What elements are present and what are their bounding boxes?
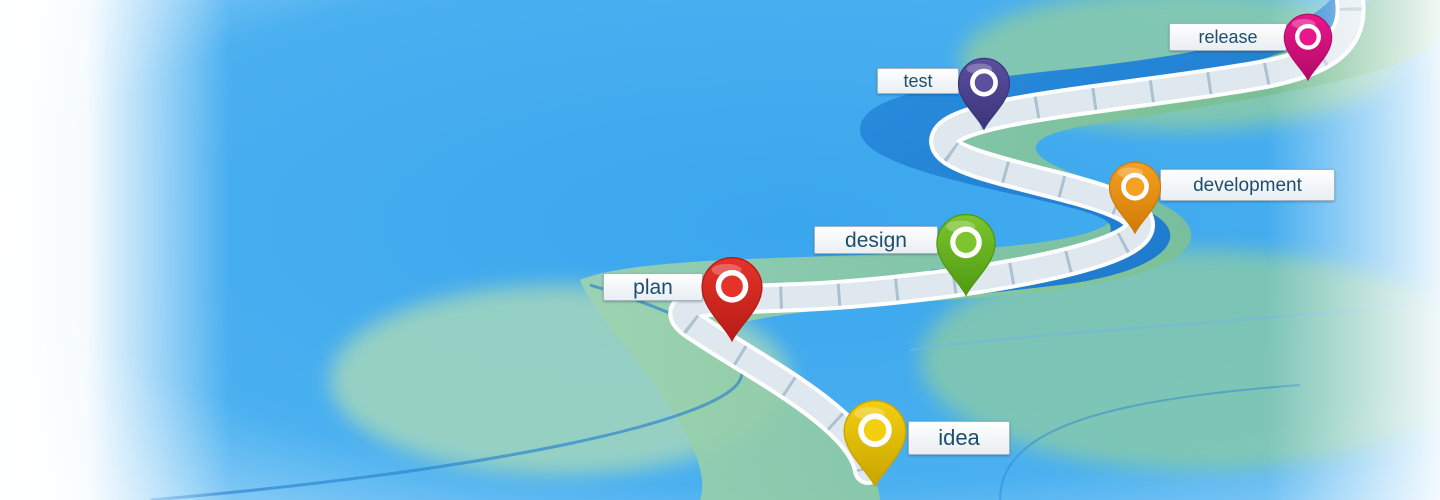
map-pin-icon bbox=[843, 400, 907, 488]
map-pin-icon bbox=[957, 57, 1011, 131]
milestone-label-design: design bbox=[814, 226, 938, 254]
milestone-label-release: release bbox=[1169, 23, 1287, 51]
map-pin-icon bbox=[1108, 161, 1162, 235]
map-pin-icon bbox=[1283, 13, 1333, 82]
milestone-label-idea: idea bbox=[908, 421, 1010, 455]
milestone-label-test: test bbox=[877, 68, 959, 94]
map-pin-icon bbox=[936, 214, 996, 297]
map-pin-icon bbox=[701, 257, 763, 343]
milestone-label-plan: plan bbox=[603, 273, 703, 301]
milestone-label-development: development bbox=[1160, 169, 1335, 201]
